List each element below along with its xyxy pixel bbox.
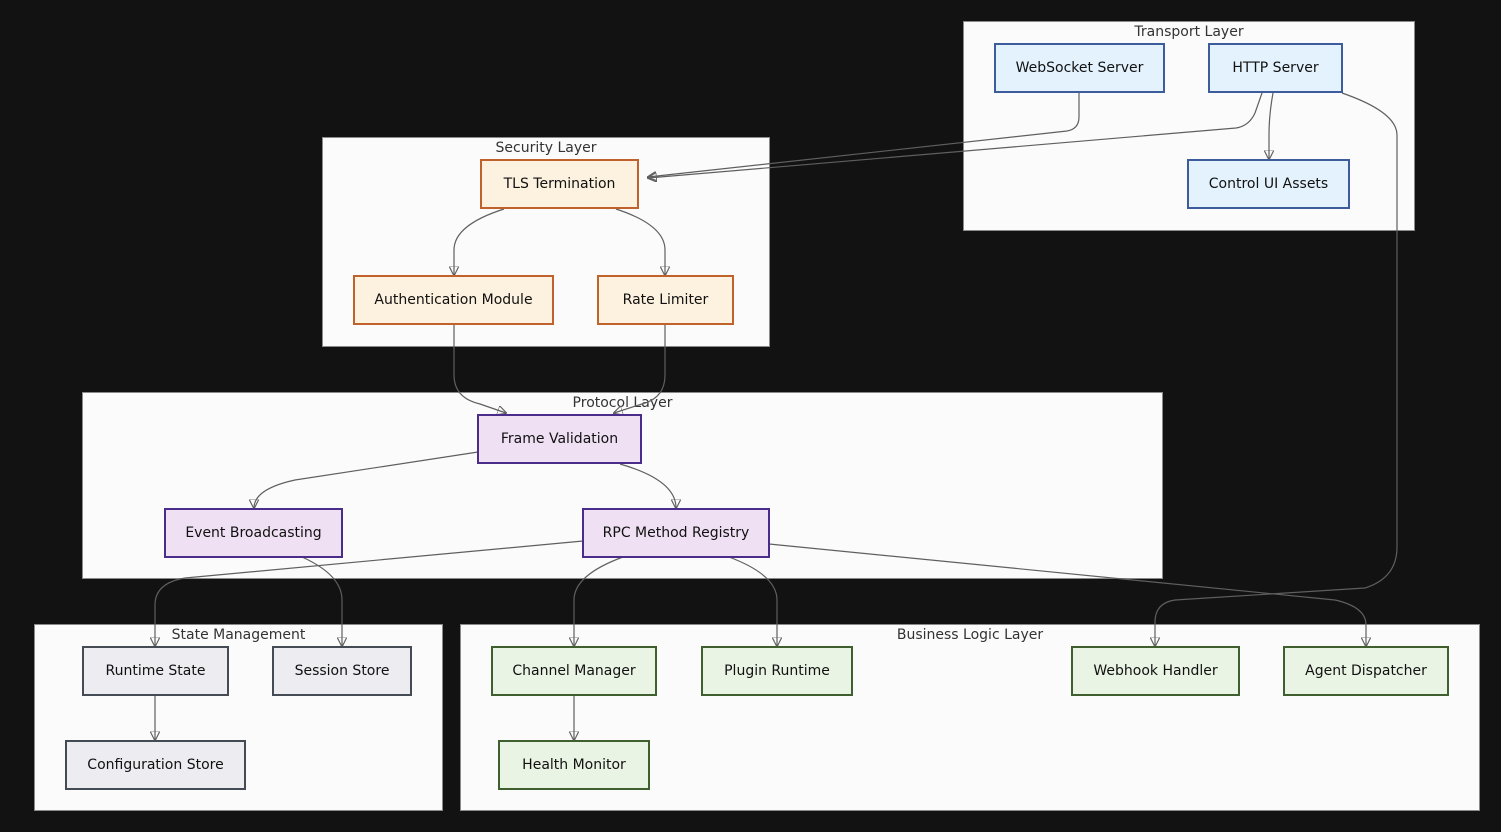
- rate-limiter-node[interactable]: Rate Limiter: [597, 275, 734, 325]
- websocket-server-node[interactable]: WebSocket Server: [994, 43, 1165, 93]
- channel-manager-node[interactable]: Channel Manager: [491, 646, 657, 696]
- agent-dispatcher-node[interactable]: Agent Dispatcher: [1283, 646, 1449, 696]
- frame-validation-node[interactable]: Frame Validation: [477, 414, 642, 464]
- health-monitor-node[interactable]: Health Monitor: [498, 740, 650, 790]
- group-title: Transport Layer: [1134, 24, 1244, 40]
- http-server-node[interactable]: HTTP Server: [1208, 43, 1343, 93]
- group-title: Protocol Layer: [572, 395, 673, 411]
- plugin-runtime-node[interactable]: Plugin Runtime: [701, 646, 853, 696]
- tls-termination-node[interactable]: TLS Termination: [480, 159, 639, 209]
- configuration-store-node[interactable]: Configuration Store: [65, 740, 246, 790]
- rpc-method-registry-node[interactable]: RPC Method Registry: [582, 508, 770, 558]
- authentication-module-node[interactable]: Authentication Module: [353, 275, 554, 325]
- session-store-node[interactable]: Session Store: [272, 646, 412, 696]
- event-broadcasting-node[interactable]: Event Broadcasting: [164, 508, 343, 558]
- group-title: Security Layer: [495, 140, 597, 156]
- group-title: Business Logic Layer: [896, 627, 1044, 643]
- runtime-state-node[interactable]: Runtime State: [82, 646, 229, 696]
- webhook-handler-node[interactable]: Webhook Handler: [1071, 646, 1240, 696]
- group-title: State Management: [171, 627, 306, 643]
- control-ui-assets-node[interactable]: Control UI Assets: [1187, 159, 1350, 209]
